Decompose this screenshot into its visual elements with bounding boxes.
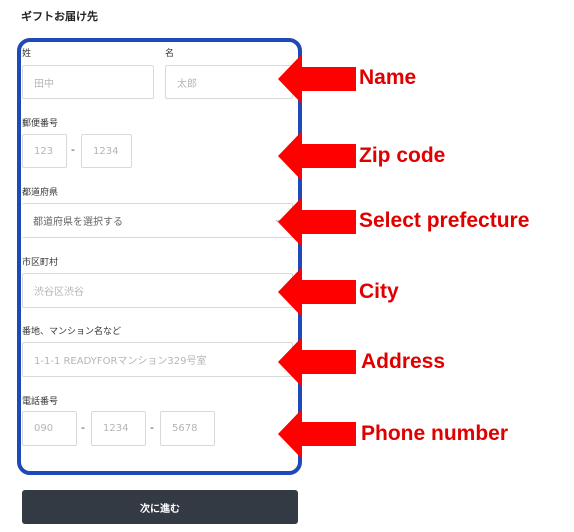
prefecture-label: 都道府県 bbox=[22, 188, 59, 198]
section-title: ギフトお届け先 bbox=[21, 10, 98, 23]
prefecture-select-value: 都道府県を選択する bbox=[33, 217, 123, 228]
address-label: 番地、マンション名など bbox=[22, 327, 122, 337]
chevron-down-icon: ⌄ bbox=[274, 215, 282, 225]
prefecture-select[interactable]: 都道府県を選択する bbox=[22, 203, 293, 238]
annotation-prefecture: Select prefecture bbox=[359, 209, 530, 232]
postal-input-2[interactable]: 1234 bbox=[81, 134, 132, 168]
address-input[interactable]: 1-1-1 READYFORマンション329号室 bbox=[22, 342, 293, 377]
city-label: 市区町村 bbox=[22, 258, 59, 268]
phone-input-3[interactable]: 5678 bbox=[160, 411, 215, 446]
annotation-address: Address bbox=[361, 350, 446, 373]
phone-label: 電話番号 bbox=[22, 397, 59, 407]
red-arrow-left-icon bbox=[278, 54, 356, 104]
postal-input-1[interactable]: 123 bbox=[22, 134, 67, 168]
phone-input-1[interactable]: 090 bbox=[22, 411, 77, 446]
last-name-input[interactable]: 田中 bbox=[22, 65, 154, 99]
postal-label: 郵便番号 bbox=[22, 119, 59, 129]
first-name-label: 名 bbox=[165, 49, 175, 59]
phone-separator-1: - bbox=[81, 421, 85, 434]
annotation-city: City bbox=[359, 280, 399, 303]
red-arrow-left-icon bbox=[278, 409, 356, 459]
red-arrow-left-icon bbox=[278, 267, 356, 317]
phone-separator-2: - bbox=[150, 421, 154, 434]
last-name-label: 姓 bbox=[22, 49, 32, 59]
red-arrow-left-icon bbox=[278, 197, 356, 247]
annotation-phone: Phone number bbox=[361, 422, 509, 445]
red-arrow-left-icon bbox=[278, 337, 356, 387]
annotation-zip: Zip code bbox=[359, 144, 446, 167]
phone-input-2[interactable]: 1234 bbox=[91, 411, 146, 446]
annotation-name: Name bbox=[359, 66, 417, 89]
highlight-frame bbox=[17, 38, 302, 475]
city-input[interactable]: 渋谷区渋谷 bbox=[22, 273, 293, 308]
red-arrow-left-icon bbox=[278, 131, 356, 181]
next-button[interactable]: 次に進む bbox=[22, 490, 298, 524]
first-name-input[interactable]: 太郎 bbox=[165, 65, 293, 99]
postal-separator: - bbox=[71, 143, 75, 156]
